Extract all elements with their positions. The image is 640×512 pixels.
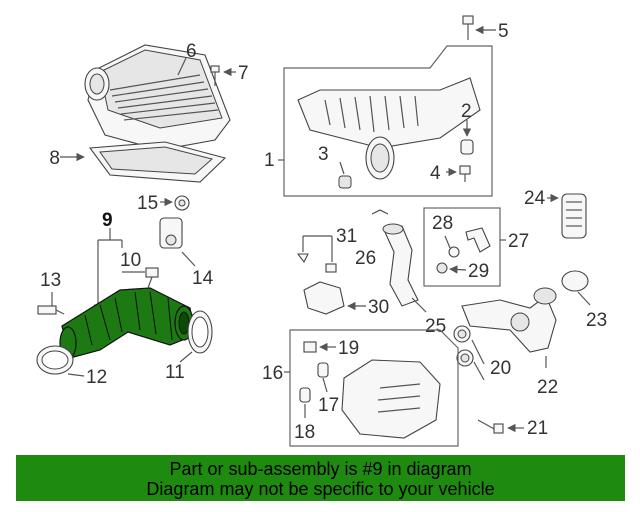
callout-22: 22 xyxy=(537,377,558,398)
callout-2: 2 xyxy=(461,101,472,122)
callout-30: 30 xyxy=(368,297,389,318)
sensor-part-14[interactable] xyxy=(159,217,183,249)
air-cleaner-case-part[interactable] xyxy=(297,77,481,180)
air-cleaner-housing-part[interactable] xyxy=(88,141,227,183)
banner-line-1: Part or sub-assembly is #9 in diagram xyxy=(169,459,472,479)
mount-part-20b[interactable] xyxy=(456,349,474,367)
fitting-part-10[interactable] xyxy=(145,267,159,289)
clip-part-31a[interactable] xyxy=(296,253,309,264)
sensor-part-13[interactable] xyxy=(37,305,65,315)
callout-box-16 xyxy=(289,329,459,447)
banner-line-2: Diagram may not be specific to your vehi… xyxy=(146,479,495,499)
grommet-part-3[interactable] xyxy=(338,175,352,189)
parts-diagram: 6 7 8 15 14 9 10 xyxy=(36,15,607,447)
callout-1: 1 xyxy=(264,150,275,171)
callout-3: 3 xyxy=(318,144,329,165)
bolt-part-5[interactable] xyxy=(462,15,474,40)
callout-20: 20 xyxy=(490,358,511,379)
callout-27: 27 xyxy=(508,231,529,252)
callout-31: 31 xyxy=(336,226,357,247)
callout-15: 15 xyxy=(137,193,158,214)
bolt-part-21[interactable] xyxy=(477,419,504,434)
callout-16: 16 xyxy=(262,363,283,384)
intake-tube-part-9[interactable] xyxy=(59,287,196,360)
grommet-part-15[interactable] xyxy=(174,195,190,211)
callout-19: 19 xyxy=(338,338,359,359)
clamp-part-11[interactable] xyxy=(187,310,213,354)
callout-24: 24 xyxy=(524,188,546,209)
resonator-part-30[interactable] xyxy=(303,281,345,315)
grommet-part-17[interactable] xyxy=(317,362,329,378)
callout-13: 13 xyxy=(40,270,61,291)
callout-28: 28 xyxy=(432,213,453,234)
callout-29: 29 xyxy=(468,261,489,282)
callout-21: 21 xyxy=(527,418,548,439)
callout-box-1 xyxy=(283,45,493,197)
clip-part-28[interactable] xyxy=(448,246,460,258)
seal-part-25-top[interactable] xyxy=(371,209,389,215)
resonator-chamber-part-16[interactable] xyxy=(341,359,441,439)
part-info-banner: Part or sub-assembly is #9 in diagram Di… xyxy=(16,455,625,501)
bolt-part-4[interactable] xyxy=(459,165,471,182)
callout-11: 11 xyxy=(165,362,185,383)
callout-14: 14 xyxy=(192,268,214,289)
filter-part-24[interactable] xyxy=(561,193,587,239)
air-cleaner-cover-part[interactable] xyxy=(84,44,231,151)
mount-part-20a[interactable] xyxy=(453,325,471,343)
bracket-part-27[interactable] xyxy=(465,227,491,253)
grommet-part-18[interactable] xyxy=(299,387,311,403)
intake-duct-part-26[interactable] xyxy=(382,223,419,307)
bolt-part-7[interactable] xyxy=(210,65,220,86)
callout-25: 25 xyxy=(425,316,446,337)
callout-18: 18 xyxy=(294,422,315,443)
bolt-part-19[interactable] xyxy=(303,341,317,353)
callout-8: 8 xyxy=(49,148,60,169)
callout-12: 12 xyxy=(86,367,107,388)
callout-23: 23 xyxy=(586,310,607,331)
gasket-part-23[interactable] xyxy=(561,270,589,292)
callout-5: 5 xyxy=(498,21,509,42)
callout-26: 26 xyxy=(355,248,376,269)
throttle-body-part-22[interactable] xyxy=(461,287,557,353)
callout-7: 7 xyxy=(238,63,249,84)
nut-part-29[interactable] xyxy=(436,262,448,274)
callout-box-27 xyxy=(423,207,501,287)
callout-9: 9 xyxy=(102,210,113,231)
callout-6: 6 xyxy=(186,41,197,62)
grommet-part-2[interactable] xyxy=(460,139,474,155)
callout-10: 10 xyxy=(120,250,141,271)
callout-4: 4 xyxy=(430,163,441,184)
clamp-part-12[interactable] xyxy=(36,345,74,375)
callout-17: 17 xyxy=(318,395,339,416)
clip-part-31b[interactable] xyxy=(325,263,337,273)
